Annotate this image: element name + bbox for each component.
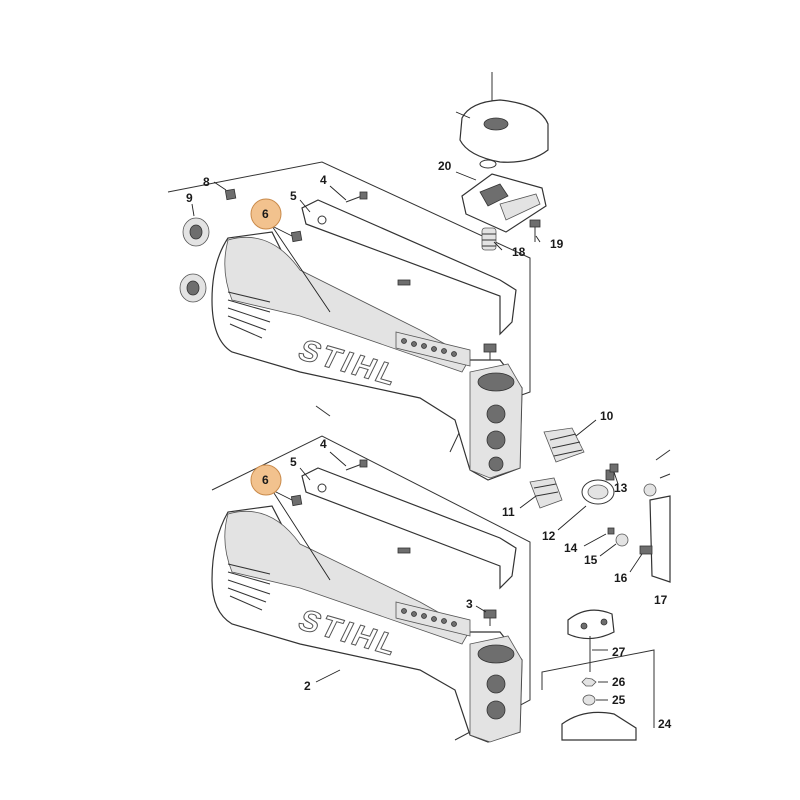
callout-5-upper: 5 — [290, 189, 297, 203]
callout-6-upper[interactable]: 6 — [262, 207, 269, 221]
rail-hole — [317, 215, 327, 225]
callout-26: 26 — [612, 675, 626, 689]
washer-part-15 — [615, 533, 629, 547]
lower-housing-shell: STIHL — [211, 505, 523, 743]
callout-20: 20 — [438, 159, 452, 173]
callout-5-lower: 5 — [290, 455, 297, 469]
base-part-24 — [561, 711, 637, 741]
callout-labels: 8 9 6 5 4 20 18 19 10 13 11 12 14 15 16 … — [186, 159, 672, 731]
hose-clamp-part-12 — [581, 469, 615, 505]
screw-part-3-upper — [483, 343, 497, 360]
top-cap-assembly — [459, 72, 549, 251]
callout-10: 10 — [600, 409, 614, 423]
callout-27: 27 — [612, 645, 626, 659]
callout-18: 18 — [512, 245, 526, 259]
screw-part-19 — [529, 219, 541, 242]
callout-24: 24 — [658, 717, 672, 731]
callout-14: 14 — [564, 541, 578, 555]
ball-bearing-part-9 — [179, 217, 210, 303]
rail-clip — [397, 547, 411, 554]
upper-guide-rail — [301, 199, 517, 336]
callout-9: 9 — [186, 191, 193, 205]
callout-12: 12 — [542, 529, 556, 543]
threaded-bushing-part-10 — [543, 427, 585, 463]
o-ring — [479, 159, 497, 169]
kit-frame-right — [541, 649, 655, 728]
frame-divider — [315, 405, 331, 417]
screw-part-3-lower — [483, 609, 497, 626]
callout-8: 8 — [203, 175, 210, 189]
square-nut-part-6-upper — [290, 230, 303, 243]
callout-25: 25 — [612, 693, 626, 707]
edge-part — [643, 483, 657, 497]
edge-part-outline — [655, 449, 671, 479]
callout-17: 17 — [654, 593, 668, 607]
callout-6-lower[interactable]: 6 — [262, 473, 269, 487]
screw-part-4-upper — [345, 191, 368, 203]
callout-16: 16 — [614, 571, 628, 585]
callout-13: 13 — [614, 481, 628, 495]
knob-part-27 — [567, 609, 615, 672]
washer-part-25 — [582, 694, 596, 706]
square-nut-part-8 — [224, 188, 237, 201]
lower-guide-rail — [301, 467, 517, 590]
callout-4-upper: 4 — [320, 173, 327, 187]
rail-clip — [397, 279, 411, 286]
callout-2: 2 — [304, 679, 311, 693]
highlight-part-6-lower — [250, 464, 282, 496]
square-nut-part-6-lower — [290, 494, 303, 507]
rail-hole — [317, 483, 327, 493]
callout-3: 3 — [466, 597, 473, 611]
highlight-part-6-upper — [250, 198, 282, 230]
threaded-bushing-part-11 — [529, 477, 563, 509]
callout-19: 19 — [550, 237, 564, 251]
screw-part-4-lower — [345, 459, 368, 471]
callout-11: 11 — [502, 505, 515, 519]
housing-part-16 — [639, 495, 671, 583]
nut-part-14 — [607, 527, 615, 535]
star-washer-part-26 — [581, 677, 597, 687]
screw-part-13 — [609, 463, 619, 473]
callout-4-lower: 4 — [320, 437, 327, 451]
spring-part-18 — [481, 227, 497, 251]
callout-15: 15 — [584, 553, 598, 567]
leader-lines — [191, 111, 643, 701]
